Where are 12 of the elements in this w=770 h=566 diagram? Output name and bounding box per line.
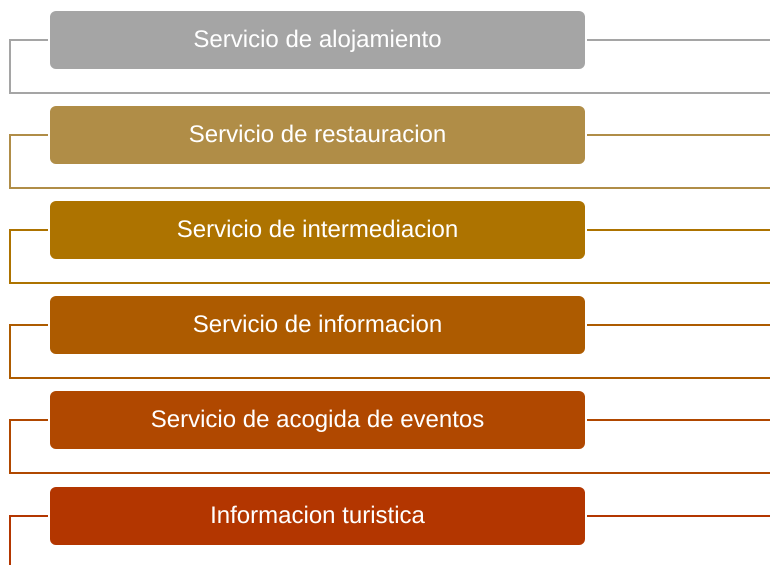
service-label: Servicio de acogida de eventos [150,406,484,434]
service-label: Servicio de restauracion [188,121,446,149]
service-label: Servicio de intermediacion [176,216,458,244]
service-box [50,11,585,69]
service-box [50,106,585,164]
service-box [50,296,585,354]
service-box [50,201,585,259]
service-label: Servicio de informacion [192,311,442,339]
service-box [50,487,585,545]
service-label: Informacion turistica [210,502,425,530]
service-label: Servicio de alojamiento [193,26,442,54]
service-box [50,391,585,449]
